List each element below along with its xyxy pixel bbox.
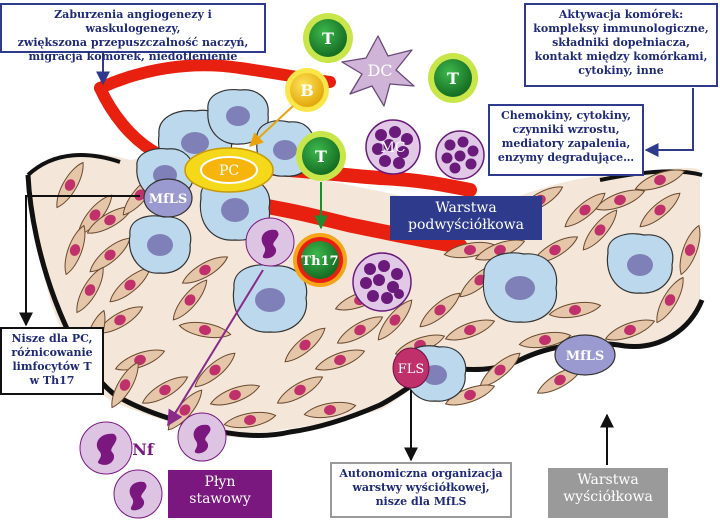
mfls-left-label: MfLS [149,192,188,207]
mfls-left-cell: MfLS [143,178,193,218]
arrows [19,52,694,465]
macrophage [606,233,674,294]
fibroblast-cell [604,319,656,341]
mast-cell [435,130,485,180]
b-label: B [300,81,314,100]
angiogenesis-box: Zaburzenia angiogenezy i waskulogenezy, … [0,3,266,63]
fibroblast-cell [76,266,104,314]
dendritic-cell: DC [341,35,415,107]
t-cell-right: T [428,53,478,103]
fibroblast-cell [548,301,602,319]
fls-label: FLS [398,362,425,377]
neutrophil [177,412,227,462]
fibroblast-cell [564,192,606,228]
fibroblast-cell [336,316,384,344]
fibroblast-cell [194,352,236,388]
mfls-right-label: MfLS [566,349,605,364]
b-cell: B [285,68,329,112]
fibroblast-cell [276,376,324,404]
fibroblast-cell [639,192,681,228]
neutrophil [79,421,133,475]
fibroblasts [56,161,701,431]
th17-cell: Th17 [293,233,347,287]
fibroblast-cell [141,376,189,404]
synovial-fluid-tag: Płyn stawowy [168,470,272,518]
t-top-label: T [322,29,334,48]
neutrophils: Nf [79,217,295,519]
nf-label: Nf [132,440,155,459]
fibroblast-cell [284,327,326,363]
fibroblast-cell [634,169,686,191]
fibroblast-cell [96,306,144,334]
niches-box: Nisze dla PC, różnicowanie limfocytów T … [0,327,104,395]
macrophage [128,215,192,274]
fibroblast-cell [518,331,572,349]
arrow-b-to-pc [248,105,294,147]
fibroblast-cell [64,224,86,276]
t-cell-mid: T [296,131,346,181]
dc-label: DC [367,61,392,80]
fibroblast-cell [679,224,701,276]
fibroblast-cell [419,292,461,328]
chemokines-box: Chemokiny, cytokiny, czynniki wzrostu, m… [488,104,644,176]
fibroblast-cell [656,276,684,324]
fibroblast-cell [314,349,366,371]
fibroblast-cell [223,411,277,429]
fibroblast-cell [377,299,413,341]
fibroblast-cell [209,384,261,406]
neutrophil [113,469,163,519]
macrophage [482,252,558,323]
arrow-niches [19,195,140,327]
fibroblast-cell [303,401,357,419]
lining-border-right-top [599,169,703,182]
fibroblast-cell [181,256,229,284]
macrophage [232,264,308,333]
fls-cell: FLS [392,347,430,389]
t-right-label: T [447,69,459,88]
immune-cells: DC T T B T PC Th17 FLS [184,13,478,389]
mast-cells: MC [352,119,485,312]
plasma-cell: PC [184,147,274,193]
t-cell-top: T [303,13,353,63]
fibroblast-cell [474,239,526,261]
sublining-tag: Warstwa podwyściółkowa [390,196,542,240]
activation-box: Aktywacja komórek: kompleksy immunologic… [524,3,718,87]
lining-tag: Warstwa wyściółkowa [548,468,668,518]
t-mid-label: T [315,147,327,166]
arrow-to-fluid [167,269,264,427]
fibroblast-cell [479,352,521,388]
fibroblast-cell [594,189,646,211]
fibroblast-cell [111,361,139,409]
arrow-activation [644,88,694,157]
fibroblast-cell [172,279,208,321]
neutrophil [245,217,295,267]
pc-label: PC [219,163,239,179]
fibroblast-cell [444,319,496,341]
mast-cell-mc: MC [365,119,421,175]
fibroblast-cell [582,209,618,251]
autonomous-box: Autonomiczna organizacja warstwy wyściół… [330,462,512,518]
lining-border-left-top [26,153,121,177]
th17-label: Th17 [301,254,338,269]
macrophage [207,89,269,145]
mast-cell [352,252,412,312]
mc-label: MC [380,140,405,156]
mfls-right-cell: MfLS [554,334,616,376]
fibroblast-cell [178,321,232,339]
